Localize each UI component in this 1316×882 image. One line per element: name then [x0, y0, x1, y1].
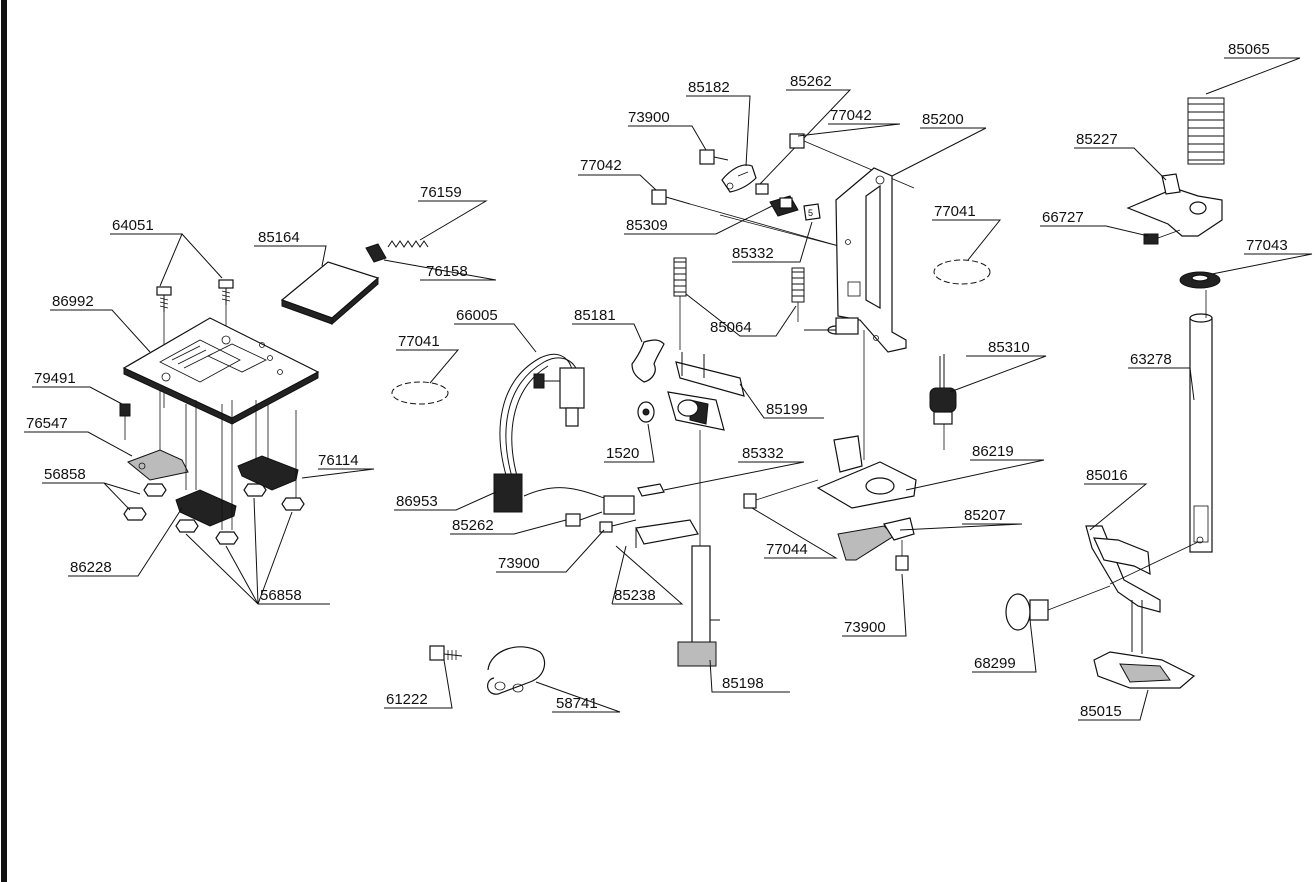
screw-77042-b [789, 133, 915, 189]
label-56858-left: 56858 [44, 466, 86, 483]
label-77044: 77044 [766, 541, 808, 558]
part-85310 [929, 354, 957, 450]
label-86219: 86219 [972, 443, 1014, 460]
washer-77043 [1179, 271, 1221, 289]
label-85227: 85227 [1076, 131, 1118, 148]
label-85065: 85065 [1228, 41, 1270, 58]
label-76114: 76114 [318, 452, 359, 469]
screw-73900-right [895, 540, 909, 571]
label-85064: 85064 [710, 319, 752, 336]
part-1520 [637, 401, 655, 423]
screw-64051-left [156, 286, 172, 312]
label-85198: 85198 [722, 675, 764, 692]
clamp-58741 [384, 645, 621, 713]
screw-66005 [533, 373, 560, 389]
label-66727: 66727 [1042, 209, 1084, 226]
label-1520: 1520 [606, 445, 639, 462]
label-85182: 85182 [688, 79, 730, 96]
block-85309 [769, 195, 799, 217]
rod-85198 [677, 430, 720, 667]
bar-63278 [1189, 290, 1213, 553]
label-86992: 86992 [52, 293, 94, 310]
label-85015: 85015 [1080, 703, 1122, 720]
screw-85262-lower [565, 511, 603, 527]
screw-66727 [1143, 229, 1181, 245]
screw-85262-upper [755, 183, 769, 195]
nuts-56858 [123, 483, 305, 545]
label-58741: 58741 [556, 695, 598, 712]
guide-85227 [1126, 173, 1223, 237]
spring-85064-left [673, 257, 687, 350]
plate-86228 [175, 400, 237, 530]
thumbscrew-68299 [1005, 585, 1111, 631]
wire-harness-66005 [394, 323, 635, 515]
lower-center-screws [450, 511, 637, 573]
plate-85200 [804, 127, 987, 353]
screw-73900-upper [699, 149, 729, 165]
lever-85207 [837, 517, 915, 561]
spring-85065 [1187, 97, 1225, 165]
label-85332-upper: 85332 [732, 245, 774, 262]
screw-64051-right [218, 279, 234, 305]
label-73900-lower: 73900 [498, 555, 540, 572]
throat-plate-assembly [24, 233, 375, 605]
label-76159: 76159 [420, 184, 462, 201]
part-labels: 85065 85182 85262 73900 77042 85200 8522… [26, 41, 1288, 720]
label-77041-right: 77041 [934, 203, 976, 220]
label-64051: 64051 [112, 217, 154, 234]
bracket-85199 [667, 352, 745, 431]
label-86228: 86228 [70, 559, 112, 576]
spring-76159 [387, 240, 429, 248]
label-77041-left: 77041 [398, 333, 440, 350]
label-56858-right: 56858 [260, 587, 302, 604]
plate-76114 [237, 400, 299, 498]
bracket-76547 [127, 390, 189, 481]
label-77043: 77043 [1246, 237, 1288, 254]
label-85238: 85238 [614, 587, 656, 604]
label-85164: 85164 [258, 229, 300, 246]
label-85016: 85016 [1086, 467, 1128, 484]
spring-79491 [119, 403, 131, 440]
label-86953: 86953 [396, 493, 438, 510]
label-66005: 66005 [456, 307, 498, 324]
screw-73900-lower [599, 519, 637, 533]
label-73900-right: 73900 [844, 619, 886, 636]
label-85310: 85310 [988, 339, 1030, 356]
foot-holder-85016 [1085, 525, 1199, 613]
label-76547: 76547 [26, 415, 68, 432]
ring-77041-right [932, 219, 1002, 285]
bobbin-cover-assembly [254, 200, 497, 326]
right-center-parts [743, 330, 1047, 637]
label-85181: 85181 [574, 307, 616, 324]
center-mechanism: 5 [572, 203, 824, 693]
bracket-85182 [721, 164, 757, 193]
presser-bar-assembly [972, 57, 1313, 721]
label-85207: 85207 [964, 507, 1006, 524]
label-85262-lower: 85262 [452, 517, 494, 534]
label-61222: 61222 [386, 691, 428, 708]
label-77042-upper: 77042 [830, 107, 872, 124]
label-85262-upper: 85262 [790, 73, 832, 90]
spring-85064-right [791, 267, 805, 322]
svg-text:5: 5 [808, 208, 813, 218]
bracket-85238 [635, 519, 699, 548]
upper-center-parts [578, 89, 915, 249]
label-76158: 76158 [426, 263, 468, 280]
screw-77044 [743, 479, 819, 509]
label-79491: 79491 [34, 370, 76, 387]
label-85199: 85199 [766, 401, 808, 418]
bracket-86219 [816, 330, 917, 509]
ring-77041-left [391, 349, 460, 405]
label-77042-lower: 77042 [580, 157, 622, 174]
label-68299: 68299 [974, 655, 1016, 672]
presser-foot-85015 [1093, 600, 1196, 689]
label-63278: 63278 [1130, 351, 1172, 368]
label-85332-lower: 85332 [742, 445, 784, 462]
screw-77042-a [651, 189, 691, 205]
label-73900-upper: 73900 [628, 109, 670, 126]
label-85200: 85200 [922, 111, 964, 128]
label-85309: 85309 [626, 217, 668, 234]
throat-plate-86992 [122, 317, 320, 425]
